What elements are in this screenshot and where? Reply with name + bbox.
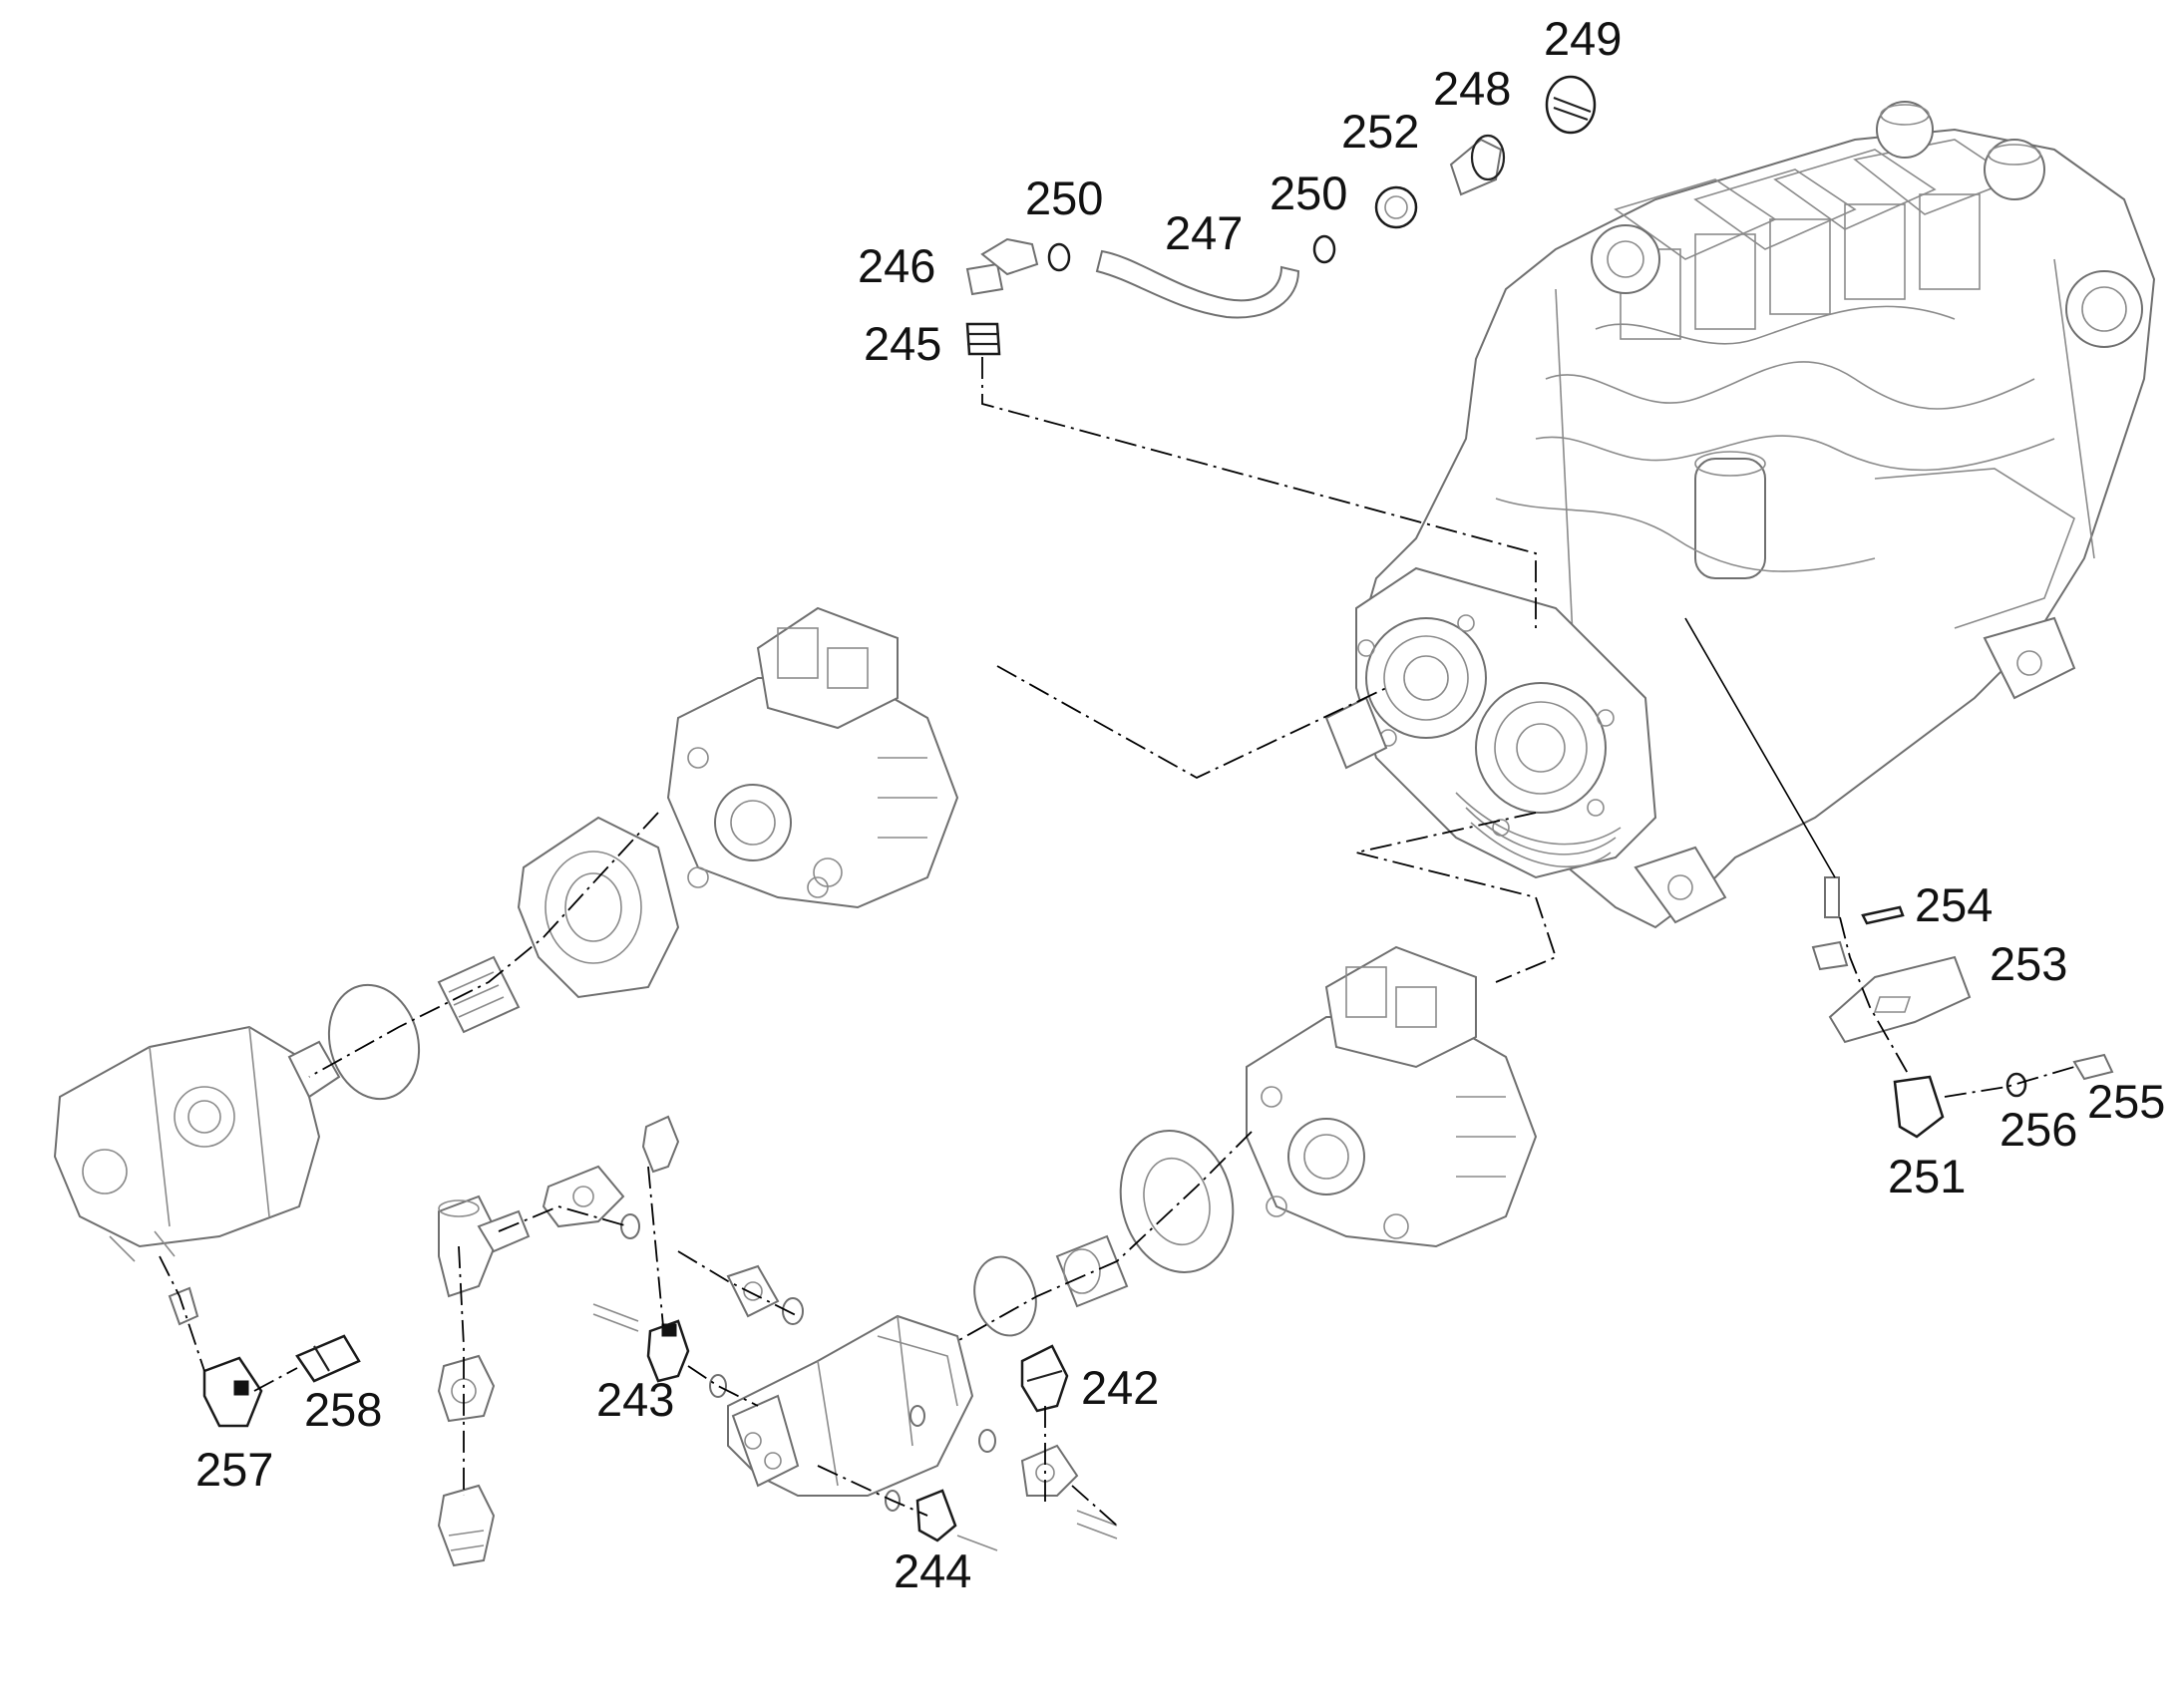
- hose-247: [1095, 249, 1300, 319]
- callout-252: 252: [1341, 105, 1419, 158]
- callout-labels: 249 248 252 250 250 247 246 245 254 253 …: [195, 12, 2165, 1597]
- sensor-258: [295, 1334, 361, 1383]
- elbow-246: [965, 237, 1039, 296]
- callout-255: 255: [2087, 1075, 2165, 1128]
- callout-243: 243: [596, 1373, 674, 1426]
- upper-coupling: [437, 955, 521, 1034]
- assembly-centerlines: [159, 357, 2075, 1527]
- charge-pump: [53, 1025, 341, 1262]
- callout-253: 253: [1990, 937, 2067, 990]
- cap-249: [1545, 75, 1597, 135]
- union-fitting: [437, 1484, 496, 1567]
- gear-pump: [727, 1314, 974, 1497]
- bolt-254-vertical: [1824, 876, 1840, 918]
- callout-249: 249: [1544, 12, 1622, 65]
- fitting-242: [1020, 1344, 1069, 1413]
- spacer-254: [1811, 940, 1849, 971]
- o-ring-small-a: [620, 1213, 640, 1239]
- flange-fitting-242: [1020, 1444, 1079, 1497]
- callout-244: 244: [894, 1544, 971, 1597]
- callout-256: 256: [1999, 1103, 2077, 1156]
- bolt-254: [1861, 905, 1905, 925]
- callout-242: 242: [1081, 1361, 1159, 1414]
- o-rings-small: [709, 1374, 996, 1512]
- upper-o-ring: [327, 983, 421, 1101]
- upper-hydraulic-pump: [666, 606, 959, 909]
- callout-246: 246: [858, 239, 935, 292]
- elbow-fitting-left: [438, 1195, 531, 1298]
- callout-257: 257: [195, 1443, 273, 1496]
- bracket-251: [1893, 1075, 1945, 1139]
- breather-248: [1449, 134, 1506, 196]
- bolts-small: [592, 1303, 1118, 1551]
- callout-248: 248: [1433, 62, 1511, 115]
- callout-247: 247: [1165, 206, 1243, 259]
- fitting-243-top: [641, 1115, 680, 1174]
- fitting-245: [965, 322, 1001, 356]
- bracket-253: [1828, 955, 1972, 1044]
- clamp-250-left: [1047, 242, 1071, 272]
- callout-250: 250: [1025, 171, 1103, 224]
- clamp-250-right: [1312, 234, 1336, 264]
- fitting-243: [646, 1319, 690, 1383]
- callout-245: 245: [864, 317, 941, 370]
- bolt-255: [2072, 1053, 2114, 1081]
- washer-256: [2005, 1072, 2027, 1098]
- gear-pump-spacer: [726, 1264, 804, 1325]
- callout-254: 254: [1915, 878, 1993, 931]
- lower-hydraulic-pump: [1246, 945, 1538, 1248]
- callout-258: 258: [304, 1383, 382, 1436]
- clamp-244: [915, 1489, 957, 1542]
- upper-adapter-plate: [517, 816, 680, 999]
- lower-adapter-ring: [1119, 1130, 1235, 1273]
- bracket-fitting: [542, 1165, 625, 1228]
- engine-assembly: [1324, 101, 2156, 929]
- lower-o-ring: [973, 1255, 1037, 1337]
- callout-251: 251: [1888, 1150, 1966, 1202]
- tee-fitting-257: [202, 1356, 263, 1428]
- clamp-252: [1374, 185, 1418, 229]
- callout-250: 250: [1270, 167, 1347, 219]
- nut-fitting: [437, 1354, 496, 1423]
